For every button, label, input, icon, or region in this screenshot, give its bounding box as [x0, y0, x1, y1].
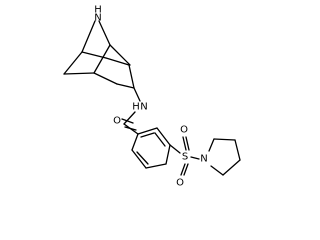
sulfonyl-group	[169, 136, 200, 176]
bridge-nh-label: H	[94, 5, 102, 16]
pyrrolidine-n-label: N	[200, 154, 207, 165]
sulfonyl-o-bottom-label: O	[176, 178, 184, 189]
amide-n-label: N	[140, 102, 147, 113]
bicyclic-cage	[63, 20, 135, 89]
benzene-ring	[131, 127, 171, 169]
bridge-n-label: N	[94, 13, 101, 24]
carbonyl-o-label: O	[113, 116, 121, 127]
sulfur-label: S	[182, 152, 188, 163]
pyrrolidine-ring	[208, 138, 241, 176]
molecule-structure: H N N H O S O O N	[63, 5, 241, 189]
amide-linkage	[121, 87, 141, 135]
amide-h-label: H	[132, 102, 140, 113]
sulfonyl-o-top-label: O	[180, 125, 188, 136]
